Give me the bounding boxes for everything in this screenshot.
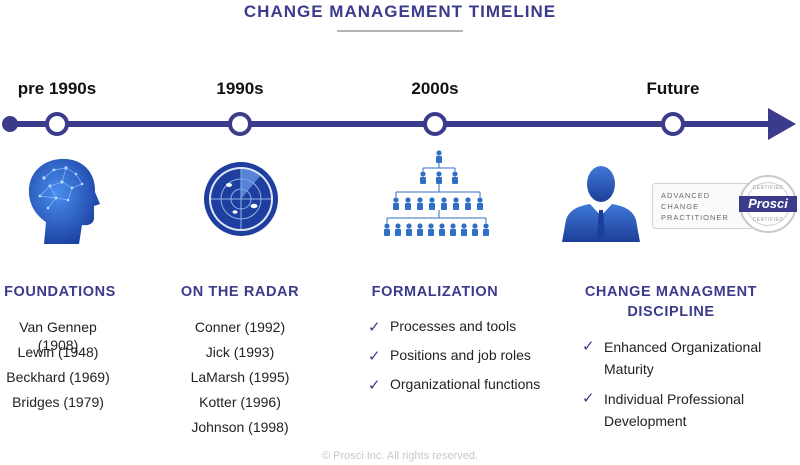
list-item: LaMarsh (1995) <box>190 369 290 385</box>
page-title: CHANGE MANAGEMENT TIMELINE <box>243 2 557 21</box>
heading-line-2: DISCIPLINE <box>627 304 715 320</box>
copyright-footer: © Prosci Inc. All rights reserved. <box>321 450 479 462</box>
heading-change-management-discipline: CHANGE MANAGMENT DISCIPLINE <box>566 282 776 322</box>
list-item: Van Gennep (1908) <box>19 319 97 353</box>
era-label-future: Future <box>646 79 700 98</box>
check-item: ✓ Organizational functions <box>368 376 548 405</box>
org-chart-icon <box>384 150 489 236</box>
list-item: Conner (1992) <box>194 319 286 335</box>
heading-foundations: FOUNDATIONS <box>4 284 116 300</box>
badge-line-advanced: ADVANCED <box>661 191 711 200</box>
timeline-start-dot <box>2 116 18 132</box>
check-item: ✓ Processes and tools <box>368 318 548 347</box>
badge-line-change: CHANGE <box>661 202 700 211</box>
foundations-list: Van Gennep (1908) Lewin (1948) Beckhard … <box>0 318 116 418</box>
timeline-marker-2000s <box>423 112 447 136</box>
prosci-seal-icon: CERTIFIED Prosci CERTIFIED <box>739 175 797 233</box>
check-item-label-line-2: Maturity <box>604 361 654 377</box>
heading-on-the-radar: ON THE RADAR <box>180 284 300 300</box>
timeline-marker-future <box>661 112 685 136</box>
timeline-arrowhead <box>768 108 796 140</box>
check-icon: ✓ <box>582 338 595 355</box>
brain-head-icon <box>28 158 100 244</box>
check-item: ✓ Individual Professional Development <box>582 388 782 440</box>
badge-line-practitioner: PRACTITIONER <box>661 213 729 222</box>
list-item: Lewin (1948) <box>17 344 99 360</box>
heading-line-1: CHANGE MANAGMENT <box>584 284 758 300</box>
timeline-marker-1990s <box>228 112 252 136</box>
check-item-label: Organizational functions <box>390 376 541 392</box>
certification-badge: ADVANCED CHANGE PRACTITIONER <box>652 183 754 229</box>
on-the-radar-list: Conner (1992) Jick (1993) LaMarsh (1995)… <box>180 318 300 443</box>
timeline-arrow <box>2 108 796 140</box>
check-item-label-line-2: Development <box>604 413 687 429</box>
list-item: Beckhard (1969) <box>6 369 110 385</box>
check-item: ✓ Enhanced Organizational Maturity <box>582 336 782 388</box>
discipline-checklist: ✓ Enhanced Organizational Maturity ✓ Ind… <box>582 336 782 440</box>
formalization-checklist: ✓ Processes and tools ✓ Positions and jo… <box>368 318 548 405</box>
check-icon: ✓ <box>368 377 381 394</box>
check-item-label: Processes and tools <box>390 318 517 334</box>
radar-icon <box>204 162 278 236</box>
check-icon: ✓ <box>368 319 381 336</box>
era-label-pre-1990s: pre 1990s <box>17 79 97 98</box>
check-item-label-line-1: Enhanced Organizational <box>604 339 762 355</box>
seal-top-text: CERTIFIED <box>752 185 784 191</box>
list-item: Kotter (1996) <box>199 394 281 410</box>
era-label-2000s: 2000s <box>411 79 459 98</box>
list-item: Johnson (1998) <box>191 419 289 435</box>
check-icon: ✓ <box>582 390 595 407</box>
timeline-marker-pre-1990s <box>45 112 69 136</box>
seal-bottom-text: CERTIFIED <box>752 217 784 223</box>
list-item: Bridges (1979) <box>12 394 104 410</box>
heading-formalization: FORMALIZATION <box>371 284 499 300</box>
check-icon: ✓ <box>368 348 381 365</box>
title-underline <box>337 30 463 32</box>
check-item: ✓ Positions and job roles <box>368 347 548 376</box>
seal-brand: Prosci <box>739 196 797 212</box>
list-item: Jick (1993) <box>205 344 275 360</box>
check-item-label-line-1: Individual Professional <box>604 391 745 407</box>
era-label-1990s: 1990s <box>216 79 264 98</box>
businessman-icon <box>562 166 640 242</box>
check-item-label: Positions and job roles <box>390 347 531 363</box>
